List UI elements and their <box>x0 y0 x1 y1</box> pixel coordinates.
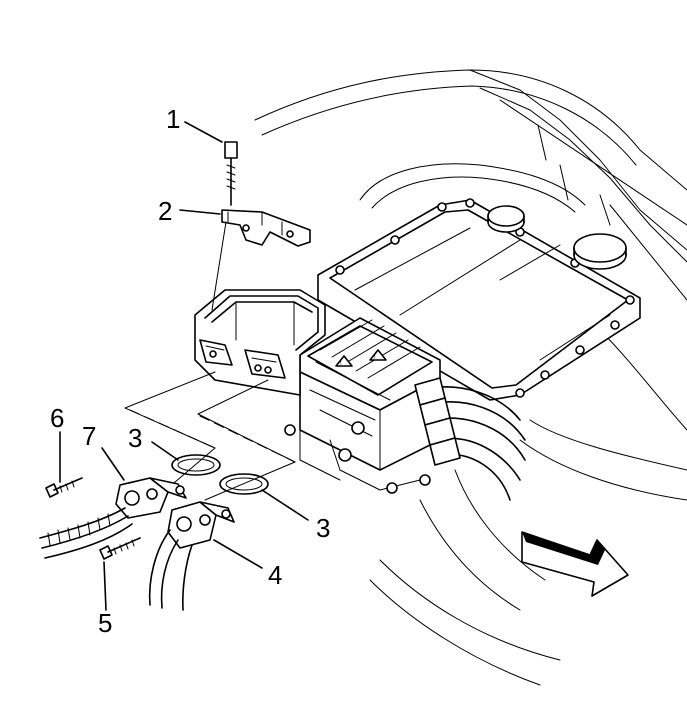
leader-line-4 <box>213 539 263 569</box>
seal-part-3-upper <box>171 454 221 476</box>
bolt-part-1 <box>224 141 238 206</box>
callout-3-lower: 3 <box>316 513 330 543</box>
connector-part-4 <box>148 501 235 611</box>
callout-2: 2 <box>158 196 172 226</box>
callout-1: 1 <box>166 104 180 134</box>
high-voltage-cover: ! ! <box>299 317 441 411</box>
callout-5: 5 <box>98 608 112 638</box>
svg-text:!: ! <box>340 361 342 367</box>
leader-line-7 <box>101 447 125 481</box>
cover-bolts <box>335 198 635 398</box>
leader-line-3b <box>261 489 309 521</box>
callout-6: 6 <box>50 403 64 433</box>
bolt-part-6 <box>45 477 83 498</box>
leader-line-2 <box>179 209 221 215</box>
assembly-line-2 <box>211 221 227 311</box>
svg-text:!: ! <box>374 355 376 361</box>
assembly-guide-lines <box>124 371 296 501</box>
inverter-module: ! ! <box>194 198 641 501</box>
vehicle-body-outline <box>254 69 687 686</box>
bracket-part-2 <box>221 209 311 247</box>
leader-line-3a <box>151 441 179 461</box>
bolt-part-5 <box>99 537 141 560</box>
callout-3-upper: 3 <box>128 423 142 453</box>
leader-line-1 <box>184 121 223 143</box>
coolant-reservoir-cap <box>487 205 525 233</box>
hv-cable-bundle <box>414 377 526 501</box>
callout-4: 4 <box>268 560 282 590</box>
front-arrow-icon <box>521 531 629 597</box>
leader-line-5 <box>103 561 107 611</box>
fluid-reservoir-cap <box>573 233 627 270</box>
callout-7: 7 <box>82 421 96 451</box>
connector-housing <box>194 289 326 396</box>
connector-part-7 <box>39 477 187 559</box>
